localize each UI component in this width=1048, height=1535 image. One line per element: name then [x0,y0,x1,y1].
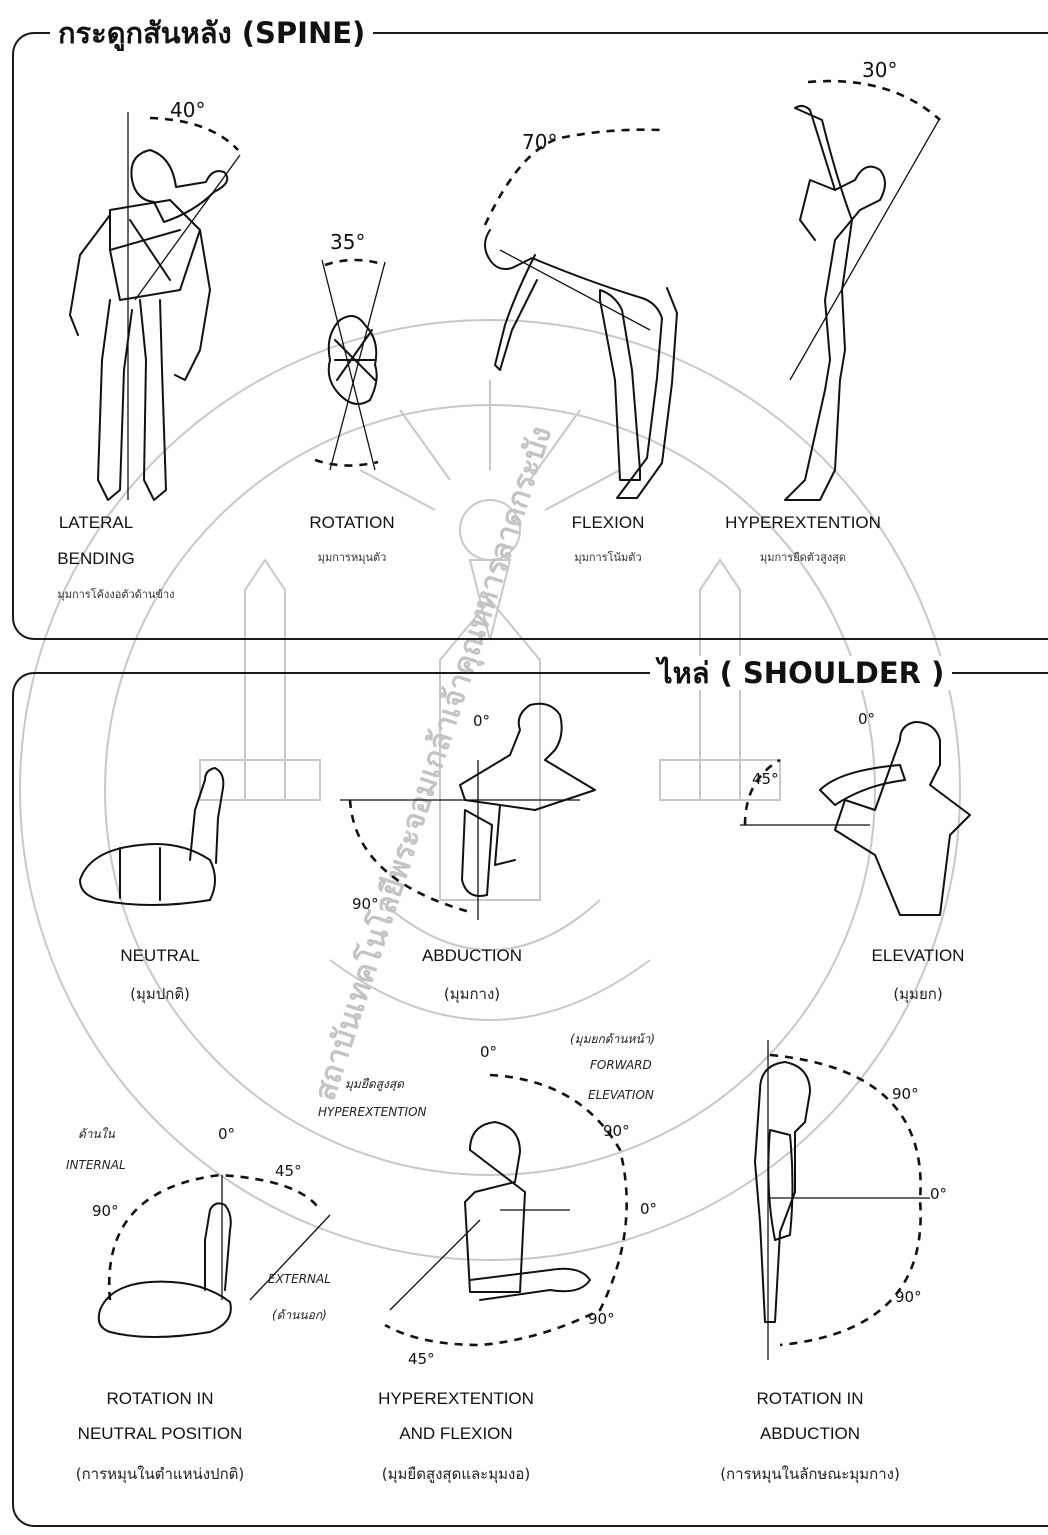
internal-note: INTERNAL [66,1158,126,1172]
rotation-neutral-angle-left: 90° [92,1202,119,1220]
rotation-neutral-label-1: ROTATION IN [106,1388,213,1410]
neutral-label: NEUTRAL [120,945,199,967]
abduction-figure [340,704,595,920]
neutral-figure [80,768,223,905]
rotation-neutral-sub: (การหมุนในตำแหน่งปกติ) [76,1462,245,1486]
forward-note-2: ELEVATION [588,1088,654,1102]
hyperflex-angle-bottom: 90° [588,1310,615,1328]
hyperflex-angle-mid: 90° [603,1122,630,1140]
rotation-neutral-angle-top: 0° [218,1125,235,1143]
rot-abduction-angle-top: 90° [892,1085,919,1103]
hyperflex-angle-left: 45° [408,1350,435,1368]
rot-abduction-angle-right: 0° [930,1185,947,1203]
hyperflex-sub: (มุมยืดสูงสุดและมุมงอ) [382,1462,530,1486]
external-note: EXTERNAL [268,1272,331,1286]
elevation-angle-top: 0° [858,710,875,728]
rotation-neutral-angle-right: 45° [275,1162,302,1180]
rotation-neutral-label-2: NEUTRAL POSITION [78,1423,243,1445]
forward-note-1: FORWARD [590,1058,652,1072]
hyper-note: HYPEREXTENTION [318,1105,427,1119]
abduction-label: ABDUCTION [422,945,522,967]
abduction-sub: (มุมกาง) [444,982,500,1006]
hyper-note-th: มุมยืดสูงสุด [345,1075,404,1094]
external-note-th: (ด้านนอก) [272,1306,327,1325]
hyperflex-angle-top: 0° [480,1043,497,1061]
elevation-angle-side: 45° [752,770,779,788]
abduction-angle-bottom: 90° [352,895,379,913]
elevation-figure [740,722,970,915]
elevation-label: ELEVATION [872,945,965,967]
rotation-abduction-label-2: ABDUCTION [760,1423,860,1445]
abduction-angle-top: 0° [473,712,490,730]
hyperflex-angle-right: 0° [640,1200,657,1218]
rot-abduction-angle-bottom: 90° [895,1288,922,1306]
internal-note-th: ด้านใน [78,1125,115,1144]
hyperflex-label-2: AND FLEXION [399,1423,512,1445]
elevation-sub: (มุมยก) [893,982,942,1006]
rotation-abduction-label-1: ROTATION IN [756,1388,863,1410]
rotation-abduction-sub: (การหมุนในลักษณะมุมกาง) [720,1462,900,1486]
forward-note-th: (มุมยกด้านหน้า) [570,1030,655,1049]
neutral-sub: (มุมปกติ) [130,982,190,1006]
hyperflex-label-1: HYPEREXTENTION [378,1388,534,1410]
